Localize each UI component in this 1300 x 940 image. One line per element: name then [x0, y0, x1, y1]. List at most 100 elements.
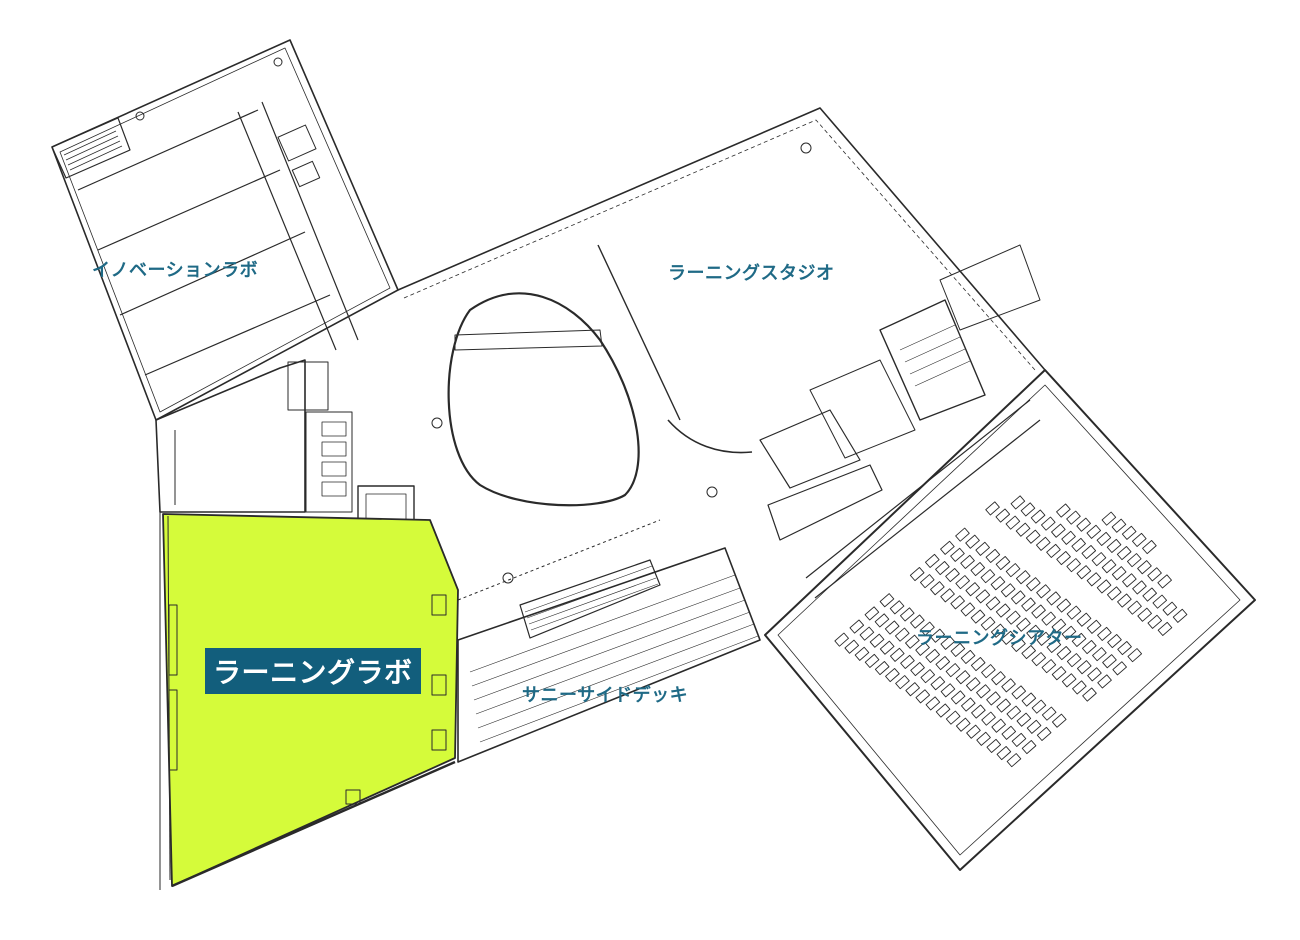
theater-seat [1092, 647, 1107, 662]
theater-seat [910, 614, 925, 629]
theater-seat [1036, 584, 1051, 599]
theater-seat [844, 639, 860, 654]
theater-seat [1096, 579, 1112, 594]
theater-seat [1031, 652, 1047, 667]
theater-seat [924, 553, 940, 568]
theater-seat [980, 569, 996, 584]
theater-seat [1106, 538, 1122, 553]
theater-seat [909, 566, 925, 582]
theater-seat [976, 684, 991, 699]
theater-seat [965, 534, 980, 549]
theater-seat [1030, 509, 1046, 524]
theater-seat [1010, 590, 1026, 605]
theater-seat [1046, 543, 1061, 558]
theater-seat [900, 654, 915, 669]
theater-seat [976, 731, 991, 746]
theater-seat [955, 717, 971, 732]
theater-seat [1066, 510, 1081, 525]
theater-seat [955, 670, 971, 685]
theater-seat [1082, 687, 1097, 702]
theater-seat [1001, 630, 1016, 645]
learning-theater-outline [764, 369, 1256, 871]
theater-seat [940, 683, 956, 698]
theater-seat [1101, 511, 1117, 526]
theater-seat [874, 660, 890, 676]
theater-seat [1111, 566, 1127, 581]
theater-seat [1142, 587, 1157, 602]
theater-seat [1162, 601, 1178, 616]
theater-seat [1000, 583, 1016, 598]
theater-seat [854, 646, 870, 661]
theater-seat [1025, 529, 1041, 544]
theater-seat [1102, 654, 1117, 669]
sunny-side-deck-structure [457, 519, 761, 763]
theater-seat [940, 635, 956, 650]
theater-seat [1127, 648, 1143, 663]
theater-seat [889, 647, 905, 662]
theater-seat [1046, 638, 1062, 653]
theater-seat [1020, 502, 1036, 517]
room-label-sunny-side-deck: サニーサイドデッキ [522, 685, 689, 706]
theater-seat [849, 619, 865, 634]
room-label-innovation-lab: イノベーションラボ [92, 260, 259, 281]
theater-seat [1112, 661, 1127, 676]
theater-seat [1051, 523, 1066, 538]
theater-seat [905, 682, 920, 697]
theater-seat [1097, 626, 1112, 641]
theater-seat [859, 626, 875, 641]
theater-seat [935, 560, 950, 576]
theater-seat [1076, 517, 1091, 532]
learning-lab-fixtures [159, 512, 456, 890]
service-core [759, 244, 1041, 541]
theater-seat [1066, 605, 1082, 620]
theater-seat [1040, 516, 1056, 531]
theater-seat [894, 627, 910, 642]
theater-seat [1041, 611, 1056, 626]
room-label-learning-theater: ラーニングシアター [916, 628, 1083, 649]
theater-seat [950, 547, 965, 562]
theater-seat [960, 602, 976, 617]
theater-seat [905, 634, 920, 649]
theater-seat [1111, 518, 1127, 533]
theater-seat [1086, 619, 1102, 634]
theater-seat [879, 640, 895, 655]
theater-seat [1132, 580, 1147, 595]
theater-seat [981, 664, 996, 679]
theater-seat [1041, 706, 1057, 721]
theater-seat [1006, 705, 1022, 720]
theater-seat [1071, 537, 1086, 552]
theater-seat [834, 632, 849, 647]
theater-seat [1061, 673, 1077, 688]
theater-seat [1026, 624, 1041, 639]
theater-seat [971, 704, 986, 719]
theater-seating [834, 495, 1188, 768]
theater-seat [915, 641, 930, 656]
theater-seat [1011, 732, 1027, 747]
theater-seat [950, 690, 966, 705]
theater-seat [1021, 739, 1037, 755]
theater-seat [995, 508, 1011, 523]
theater-seat [1087, 667, 1102, 682]
theater-seat [864, 653, 880, 668]
theater-seat [869, 633, 885, 648]
theater-seat [990, 576, 1006, 591]
theater-seat [1005, 563, 1021, 578]
theater-seat [1076, 660, 1092, 675]
theater-seat [889, 600, 905, 615]
theater-seat [1096, 531, 1112, 546]
theater-seat [960, 697, 976, 712]
theater-seat [925, 648, 940, 663]
theater-seat [940, 540, 955, 555]
theater-seat [1016, 617, 1031, 632]
theater-seat [1026, 719, 1042, 734]
theater-seat [975, 589, 991, 604]
theater-seat [1041, 659, 1057, 674]
theater-seat [1015, 570, 1031, 585]
theater-seat [895, 675, 910, 690]
theater-seat [1071, 632, 1087, 647]
theater-seat [975, 541, 990, 556]
theater-seat [985, 501, 1000, 516]
theater-seat [925, 696, 941, 711]
theater-seat [1107, 633, 1122, 649]
